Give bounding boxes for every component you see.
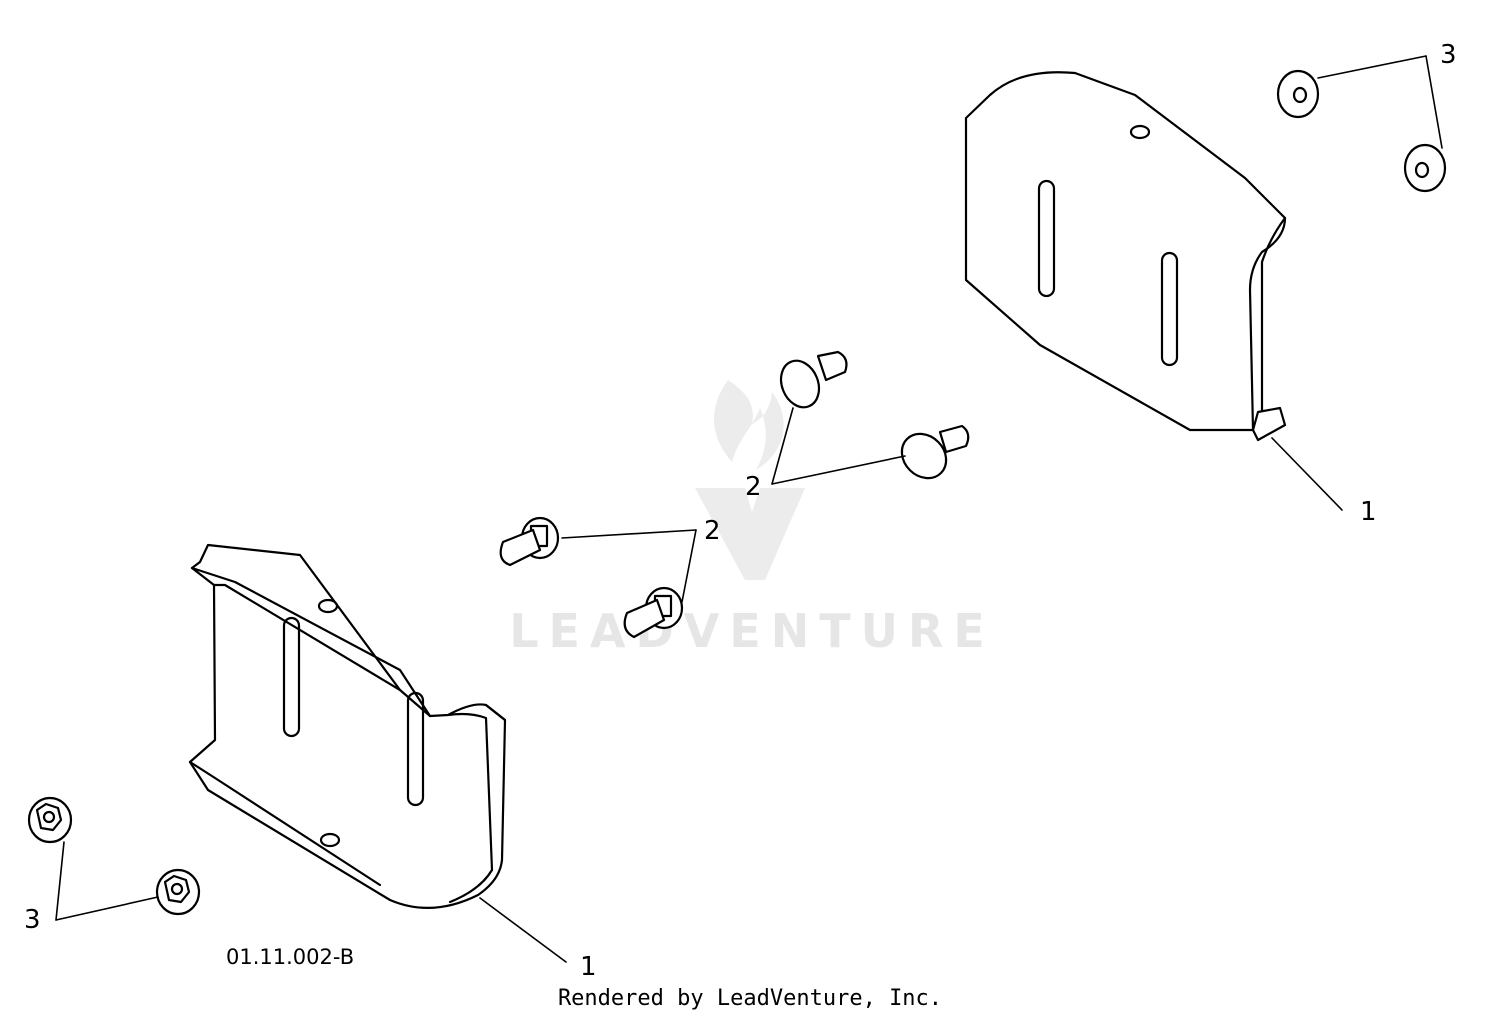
- skid-shoe-left[interactable]: [188, 543, 507, 909]
- callout-bolts-lower: 2: [704, 516, 721, 546]
- flange-nuts[interactable]: [27, 69, 1447, 916]
- callout-nuts-upper: 3: [1440, 40, 1457, 70]
- callout-shoe-right: 1: [1360, 497, 1377, 527]
- skid-shoe-right[interactable]: [964, 71, 1287, 442]
- flange-nut-upper-a[interactable]: [1276, 69, 1320, 119]
- carriage-bolt-lower-a[interactable]: [499, 516, 560, 567]
- carriage-bolt-upper-a[interactable]: [774, 350, 848, 413]
- drawing-code: 01.11.002-B: [226, 945, 354, 969]
- flange-nut-lower-a[interactable]: [27, 796, 73, 844]
- carriage-bolt-lower-b[interactable]: [623, 586, 684, 639]
- carriage-bolt-upper-b[interactable]: [893, 424, 970, 487]
- carriage-bolts[interactable]: [499, 350, 970, 639]
- watermark: LEADVENTURE: [509, 380, 995, 658]
- callouts: 1 1 2 2 3 3: [24, 40, 1457, 982]
- leader-lines: [55, 55, 1443, 963]
- flange-nut-lower-b[interactable]: [155, 868, 201, 916]
- flange-nut-upper-b[interactable]: [1403, 143, 1447, 193]
- callout-bolts-upper: 2: [745, 472, 762, 502]
- watermark-text: LEADVENTURE: [509, 604, 995, 658]
- footer-attribution: Rendered by LeadVenture, Inc.: [557, 986, 943, 1011]
- watermark-logo-icon: [695, 380, 805, 580]
- callout-shoe-left: 1: [580, 952, 597, 982]
- callout-nuts-lower: 3: [24, 905, 41, 935]
